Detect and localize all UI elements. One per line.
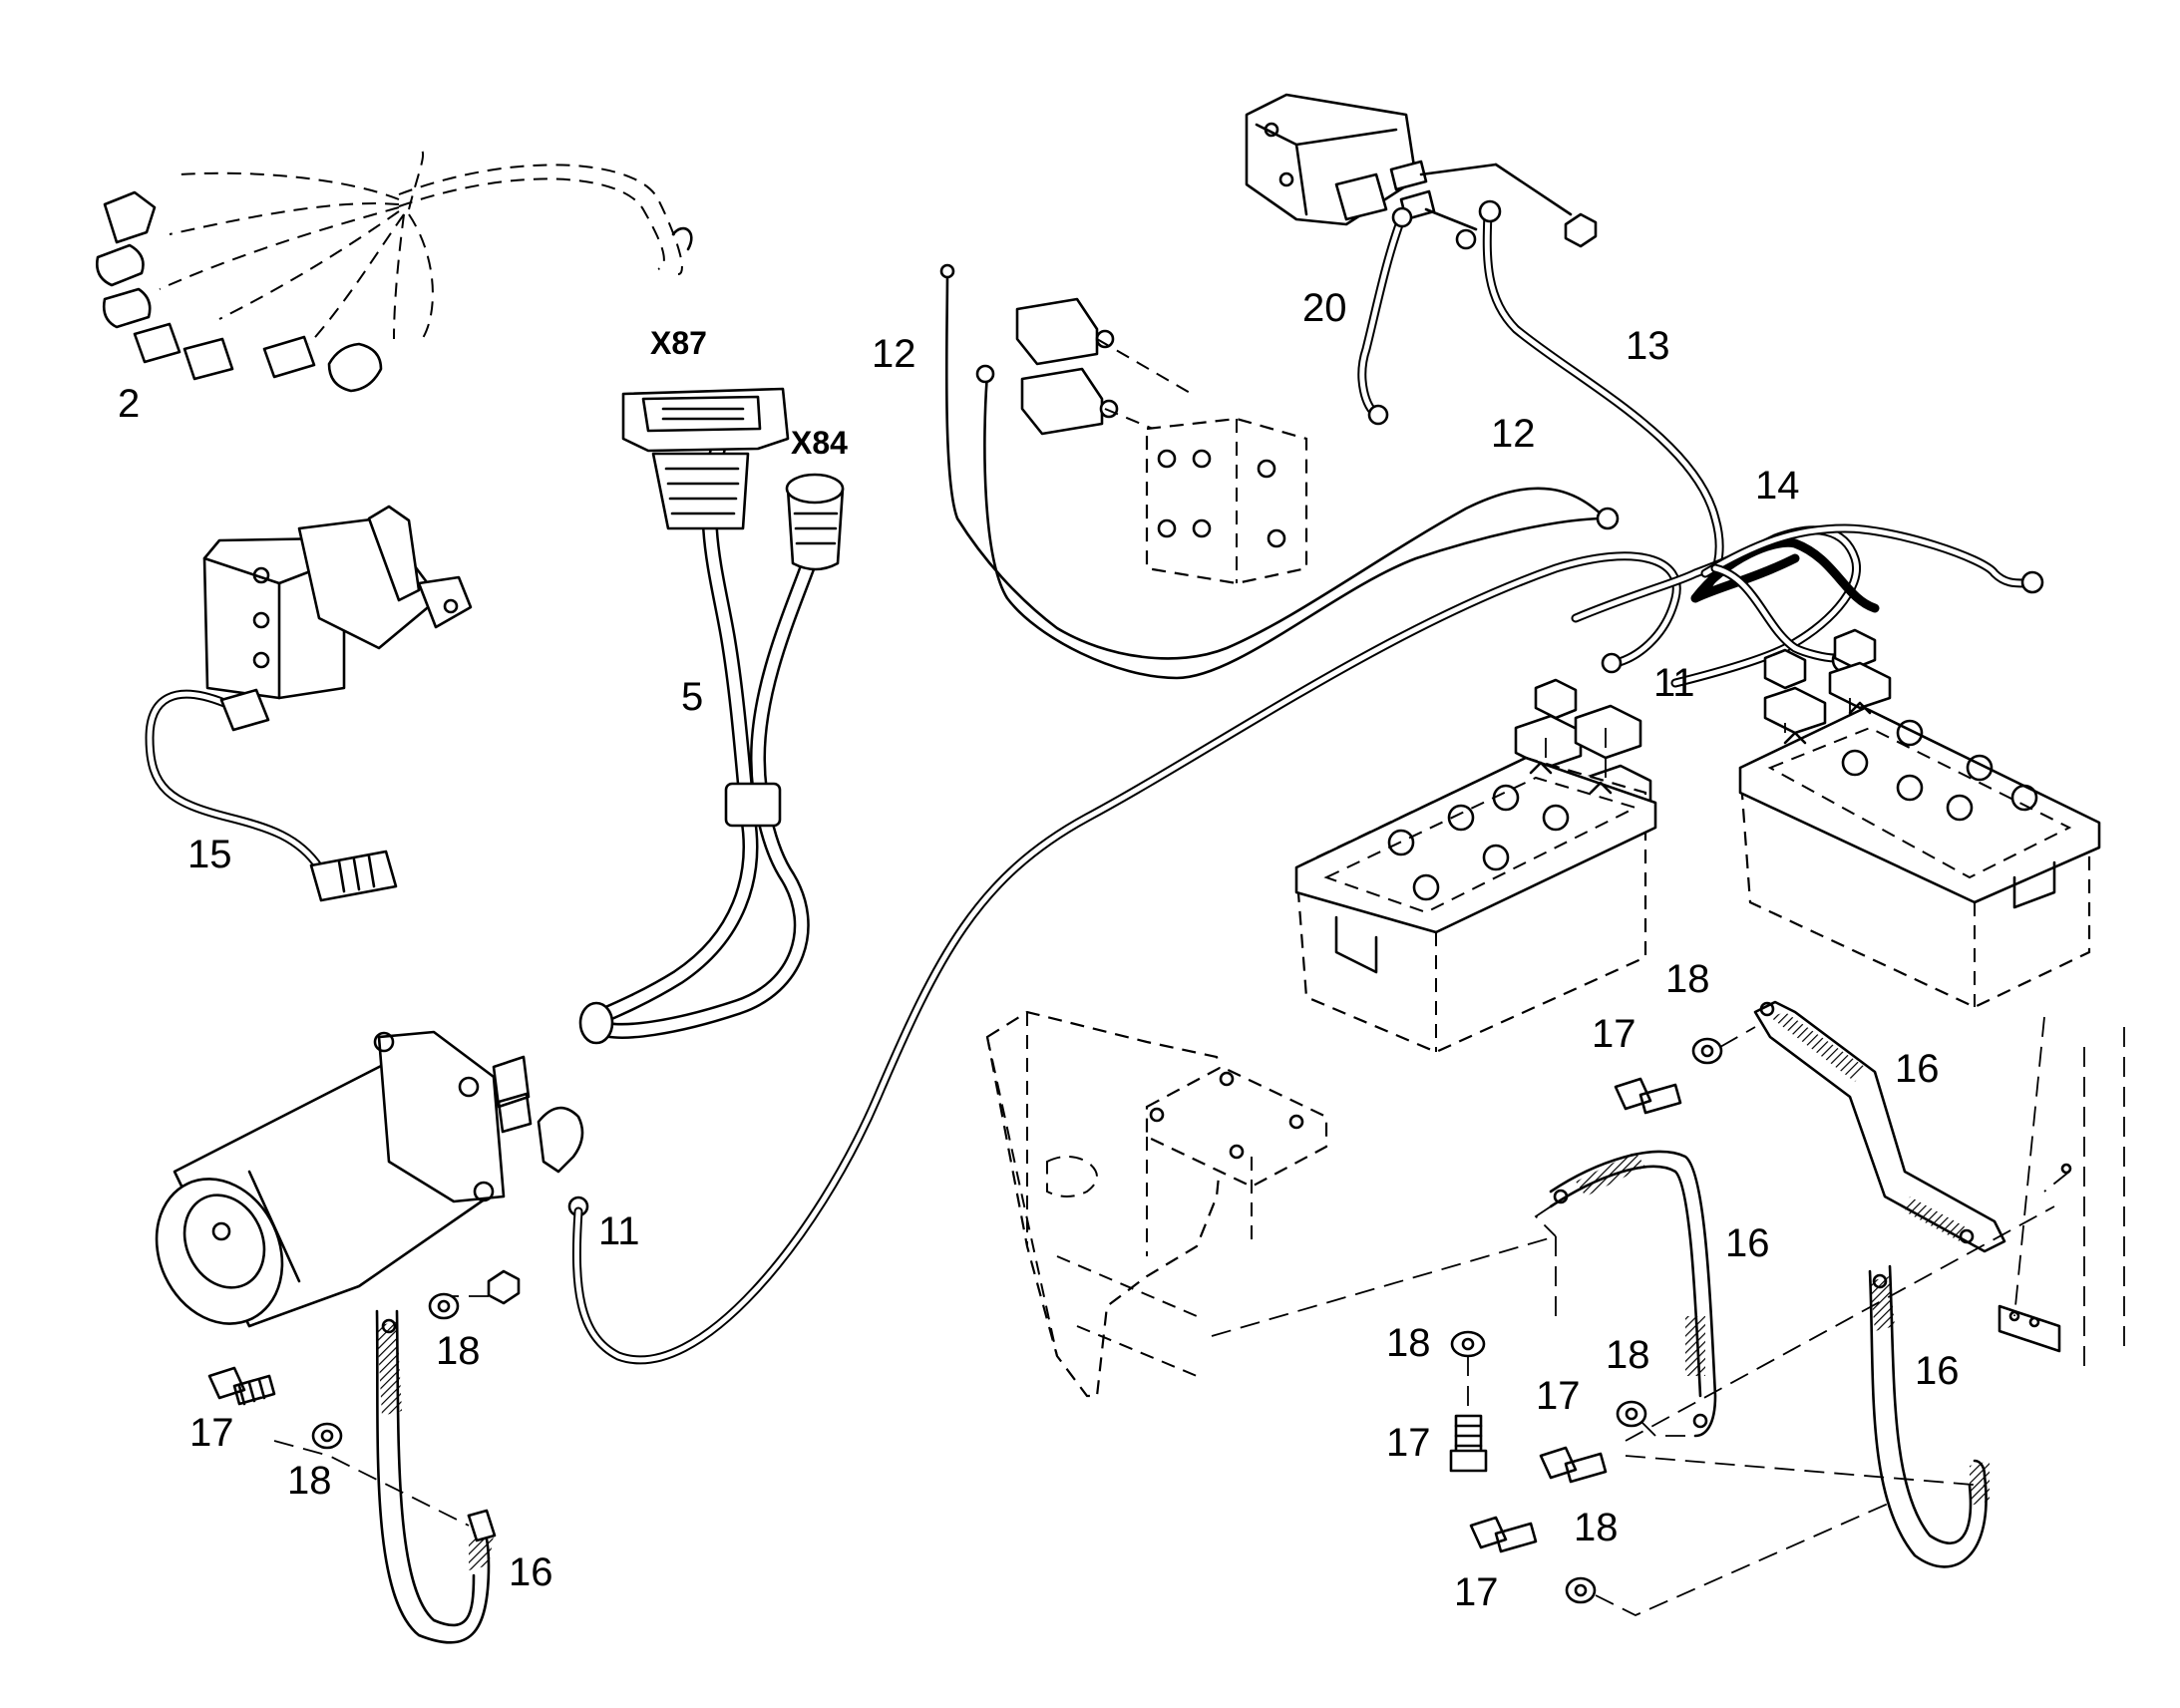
callout-18-starter-nut: 18 [436, 1329, 481, 1373]
battery-left [1294, 756, 1657, 1054]
battery-right [1738, 701, 2101, 1009]
callout-17-bottom: 17 [1454, 1570, 1499, 1614]
starter-motor [155, 1030, 589, 1328]
callout-16-right: 16 [1915, 1349, 1960, 1393]
callout-17-starter: 17 [189, 1411, 234, 1455]
callout-17-lower: 17 [1386, 1421, 1431, 1465]
callout-11-cable: 11 [1653, 661, 1695, 705]
callout-17-top: 17 [1592, 1012, 1636, 1056]
callout-16-middle: 16 [1725, 1221, 1770, 1265]
callout-5: 5 [681, 675, 703, 719]
battery-cables [1571, 523, 2044, 688]
callout-12-cable: 12 [1491, 412, 1536, 456]
callout-18-top: 18 [1665, 957, 1710, 1001]
chassis-frame [985, 1010, 1328, 1398]
fasteners-and-straps [207, 1000, 2125, 1644]
callout-13: 13 [1626, 324, 1670, 368]
battery-cable-11 [571, 551, 1681, 1365]
callout-18-bottom: 18 [1574, 1506, 1619, 1549]
main-switch [1245, 93, 1724, 593]
callout-12-relay: 12 [872, 332, 916, 376]
callout-14: 14 [1755, 464, 1800, 508]
callout-17-mid: 17 [1536, 1374, 1581, 1418]
wiring-harness [96, 149, 693, 393]
connector-x87-label: X87 [650, 325, 707, 361]
connector-harness [578, 387, 845, 1045]
callout-18-mid-right: 18 [1606, 1333, 1650, 1377]
callout-16-starter: 16 [509, 1550, 553, 1594]
callout-16-bar: 16 [1895, 1047, 1940, 1091]
callout-15: 15 [187, 833, 232, 876]
callout-11-starter: 11 [598, 1209, 640, 1253]
callout-18-starter-washer: 18 [287, 1459, 332, 1503]
callout-20: 20 [1302, 286, 1347, 330]
callout-18-mid: 18 [1386, 1321, 1431, 1365]
relay-assembly [939, 263, 1620, 680]
switch-bracket-assembly [145, 505, 473, 902]
callout-2: 2 [118, 382, 140, 426]
connector-x84-label: X84 [791, 425, 848, 461]
callout-labels: 2 5 11 11 12 12 13 14 15 16 16 16 16 17 … [118, 286, 1960, 1614]
